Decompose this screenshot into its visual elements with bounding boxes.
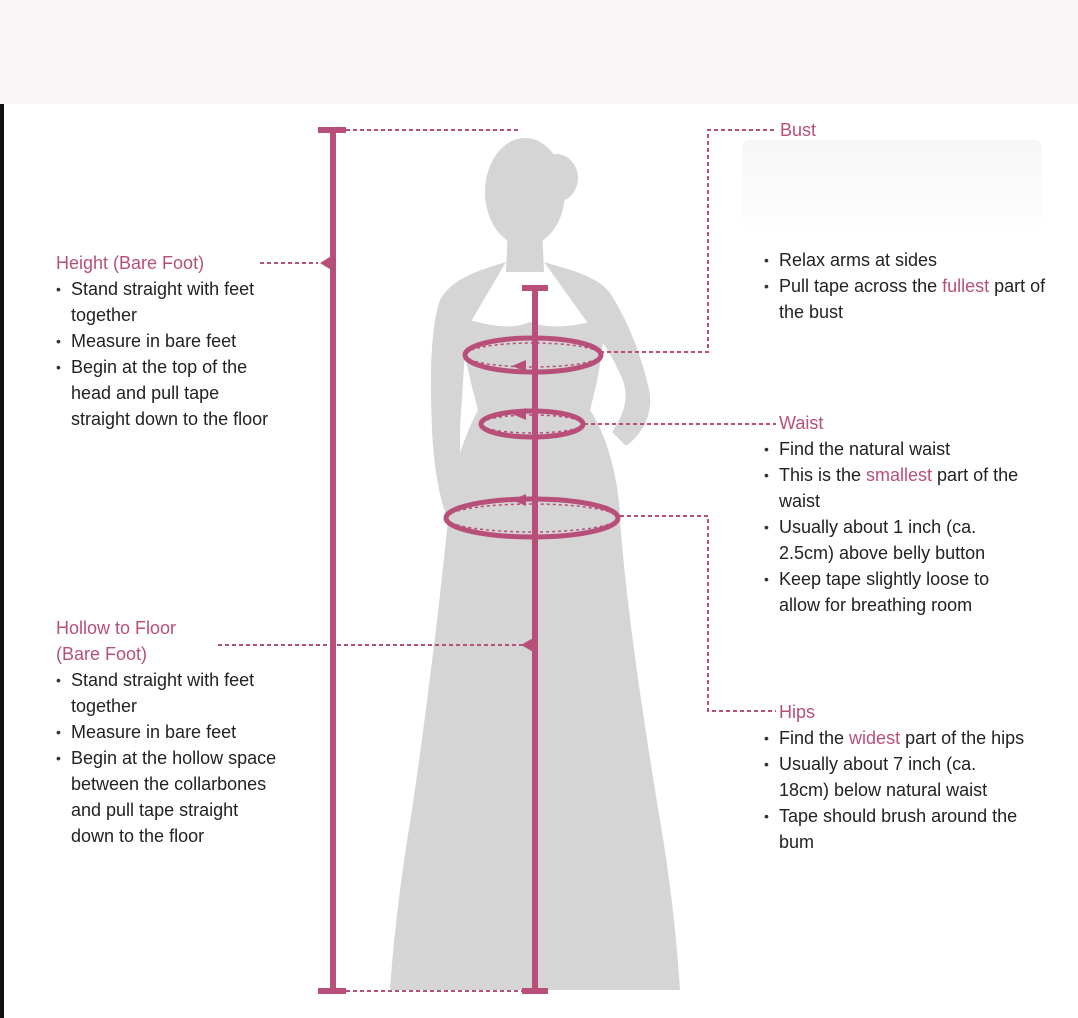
waist-title: Waist xyxy=(779,413,824,433)
list-item: Stand straight with feet together xyxy=(56,276,282,328)
hips-instructions: Find the widest part of the hips Usually… xyxy=(764,725,1034,855)
highlight-word: fullest xyxy=(942,276,990,296)
text-run: Find the xyxy=(779,728,850,748)
left-border-line xyxy=(0,104,4,1018)
highlight-word: widest xyxy=(849,728,901,748)
list-item: Tape should brush around the bum xyxy=(764,803,1024,855)
hips-tape xyxy=(443,494,776,712)
hips-title: Hips xyxy=(779,702,816,722)
top-blank-band xyxy=(0,0,1078,104)
height-tape xyxy=(260,127,524,994)
height-instructions: Stand straight with feet together Measur… xyxy=(56,276,282,432)
hollow-tape xyxy=(218,285,548,994)
list-item: Measure in bare feet xyxy=(56,719,282,745)
waist-instructions: Find the natural waist This is the small… xyxy=(764,436,1064,618)
list-item: Begin at the hollow space between the co… xyxy=(56,745,282,849)
list-item: Find the natural waist xyxy=(764,436,1064,462)
list-item: Measure in bare feet xyxy=(56,328,282,354)
hollow-instructions: Stand straight with feet together Measur… xyxy=(56,667,282,849)
text-run: Pull tape across the xyxy=(779,276,943,296)
list-item: Usually about 1 inch (ca. 2.5cm) above b… xyxy=(764,514,1019,566)
hollow-section: Hollow to Floor (Bare Foot) Stand straig… xyxy=(56,615,282,849)
list-item: Relax arms at sides xyxy=(764,247,1054,273)
hollow-title-line2: (Bare Foot) xyxy=(56,644,148,664)
height-title: Height (Bare Foot) xyxy=(56,253,205,273)
text-run: part of the bust xyxy=(779,276,1046,322)
text-run: part of the waist xyxy=(779,465,1019,511)
list-item: Find the widest part of the hips xyxy=(764,725,1034,751)
list-item: Keep tape slightly loose to allow for br… xyxy=(764,566,1034,618)
list-item: Pull tape across the fullest part of the… xyxy=(764,273,1054,325)
list-item: Usually about 7 inch (ca. 18cm) below na… xyxy=(764,751,1024,803)
highlight-word: smallest xyxy=(866,465,933,485)
list-item: This is the smallest part of the waist xyxy=(764,462,1064,514)
bust-tape xyxy=(462,129,776,375)
hips-section: Hips Find the widest part of the hips Us… xyxy=(764,699,1034,855)
height-section: Height (Bare Foot) Stand straight with f… xyxy=(56,250,282,432)
text-run: part of the hips xyxy=(900,728,1025,748)
bust-section: Relax arms at sides Pull tape across the… xyxy=(764,247,1054,325)
waist-tape xyxy=(478,408,776,440)
bust-instructions: Relax arms at sides Pull tape across the… xyxy=(764,247,1054,325)
faded-text-area xyxy=(742,140,1042,236)
waist-section: Waist Find the natural waist This is the… xyxy=(764,410,1064,618)
list-item: Stand straight with feet together xyxy=(56,667,282,719)
text-run: This is the xyxy=(779,465,867,485)
list-item: Begin at the top of the head and pull ta… xyxy=(56,354,282,432)
bust-title: Bust xyxy=(780,120,817,140)
hollow-title-line1: Hollow to Floor xyxy=(56,618,177,638)
